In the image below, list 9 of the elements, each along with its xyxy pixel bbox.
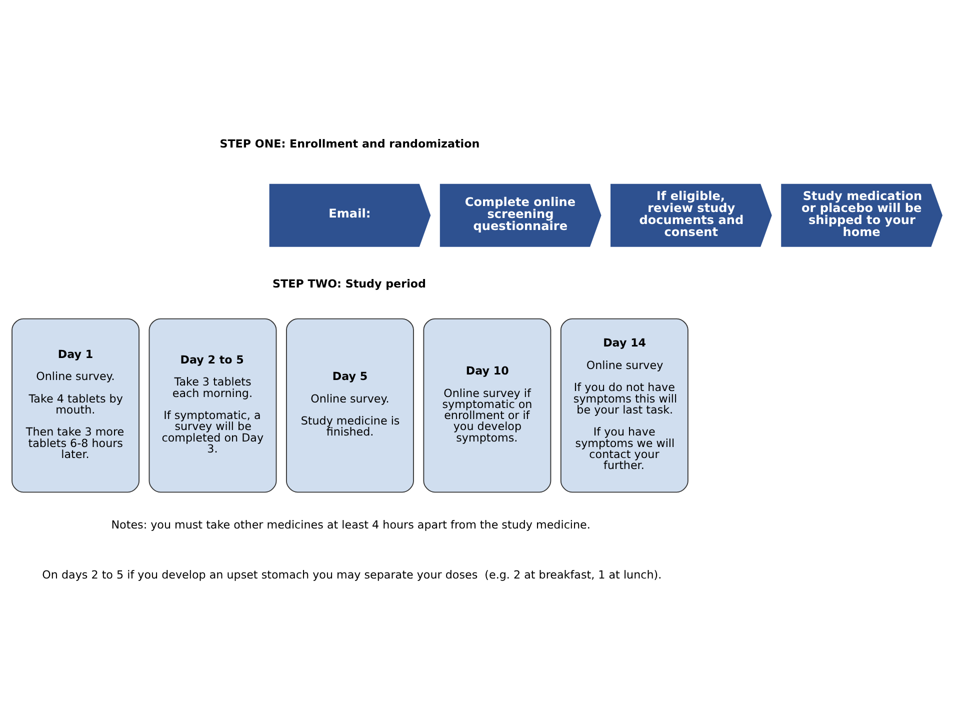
label: STEP TWO: Study period [272,277,426,290]
node-box: Day 14 Online survey If you do not have symptoms this will be your last task. If you have symptoms we will contact your further. [560,318,688,493]
label: On days 2 to 5 if you develop an upset stomach you may separate your doses (e.g. 2 at breakfast, 1 at lunch). [42,568,662,582]
node-box: Day 5 Online survey. Study medicine is finished. [286,318,414,493]
node-box: Day 10 Online survey if symptomatic on enrollment or if you develop symptoms. [423,318,552,493]
label: STEP ONE: Enrollment and randomization [220,137,480,150]
node-box: Day 2 to 5 Take 3 tablets each morning. If symptomatic, a survey will be completed on Day 3. [148,318,277,493]
label: Notes: you must take other medicines at least 4 hours apart from the study medicine. [111,518,590,532]
node-box: Day 1 Online survey. Take 4 tablets by mouth. Then take 3 more tablets 6-8 hours later. [12,318,140,493]
